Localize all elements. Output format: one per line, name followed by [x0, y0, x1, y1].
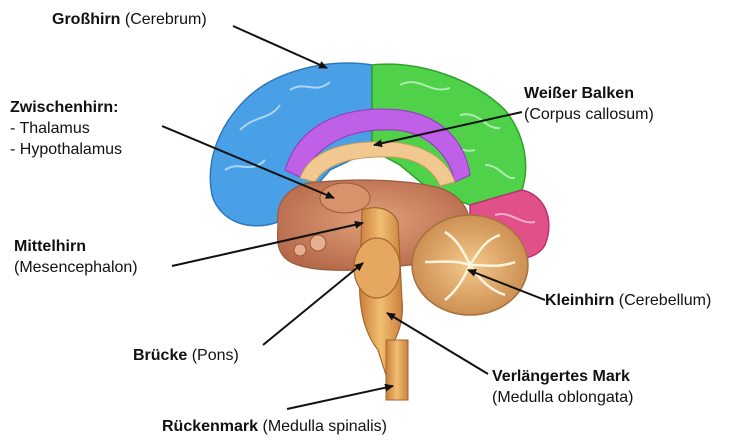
label-corpus-callosum-name: Weißer Balken: [524, 85, 634, 102]
label-cerebellum: Kleinhirn (Cerebellum): [545, 290, 711, 311]
label-spinal-cord-name: Rückenmark: [162, 418, 258, 435]
label-spinal-cord-latin: (Medulla spinalis): [263, 418, 388, 435]
label-midbrain: Mittelhirn (Mesencephalon): [14, 236, 138, 278]
label-cerebrum: Großhirn (Cerebrum): [52, 9, 207, 30]
label-thalamus: - Thalamus: [10, 118, 122, 139]
label-corpus-callosum-latin: (Corpus callosum): [524, 104, 654, 125]
hypothalamus-bump: [310, 235, 326, 251]
label-cerebellum-name: Kleinhirn: [545, 292, 614, 309]
label-pons-name: Brücke: [133, 347, 187, 364]
label-cerebrum-name: Großhirn: [52, 11, 120, 28]
pons: [354, 238, 400, 298]
label-cerebellum-latin: (Cerebellum): [619, 292, 711, 309]
label-midbrain-name: Mittelhirn: [14, 238, 86, 255]
arrow-spinal-cord: [287, 386, 393, 409]
label-cerebrum-latin: (Cerebrum): [125, 11, 207, 28]
pituitary-bump: [294, 244, 306, 256]
label-midbrain-latin: (Mesencephalon): [14, 257, 138, 278]
arrow-cerebrum: [233, 26, 327, 68]
label-medulla: Verlängertes Mark (Medulla oblongata): [492, 366, 633, 408]
label-pons: Brücke (Pons): [133, 345, 239, 366]
label-diencephalon: Zwischenhirn: - Thalamus - Hypothalamus: [10, 97, 122, 160]
label-diencephalon-name: Zwischenhirn:: [10, 99, 118, 116]
label-spinal-cord: Rückenmark (Medulla spinalis): [162, 416, 387, 437]
label-pons-latin: (Pons): [192, 347, 239, 364]
arrow-pons: [263, 263, 363, 345]
label-medulla-latin: (Medulla oblongata): [492, 387, 633, 408]
thalamus: [320, 183, 370, 213]
label-hypothalamus: - Hypothalamus: [10, 139, 122, 160]
spinal-cord: [386, 340, 408, 400]
label-medulla-name: Verlängertes Mark: [492, 368, 630, 385]
label-corpus-callosum: Weißer Balken (Corpus callosum): [524, 83, 654, 125]
